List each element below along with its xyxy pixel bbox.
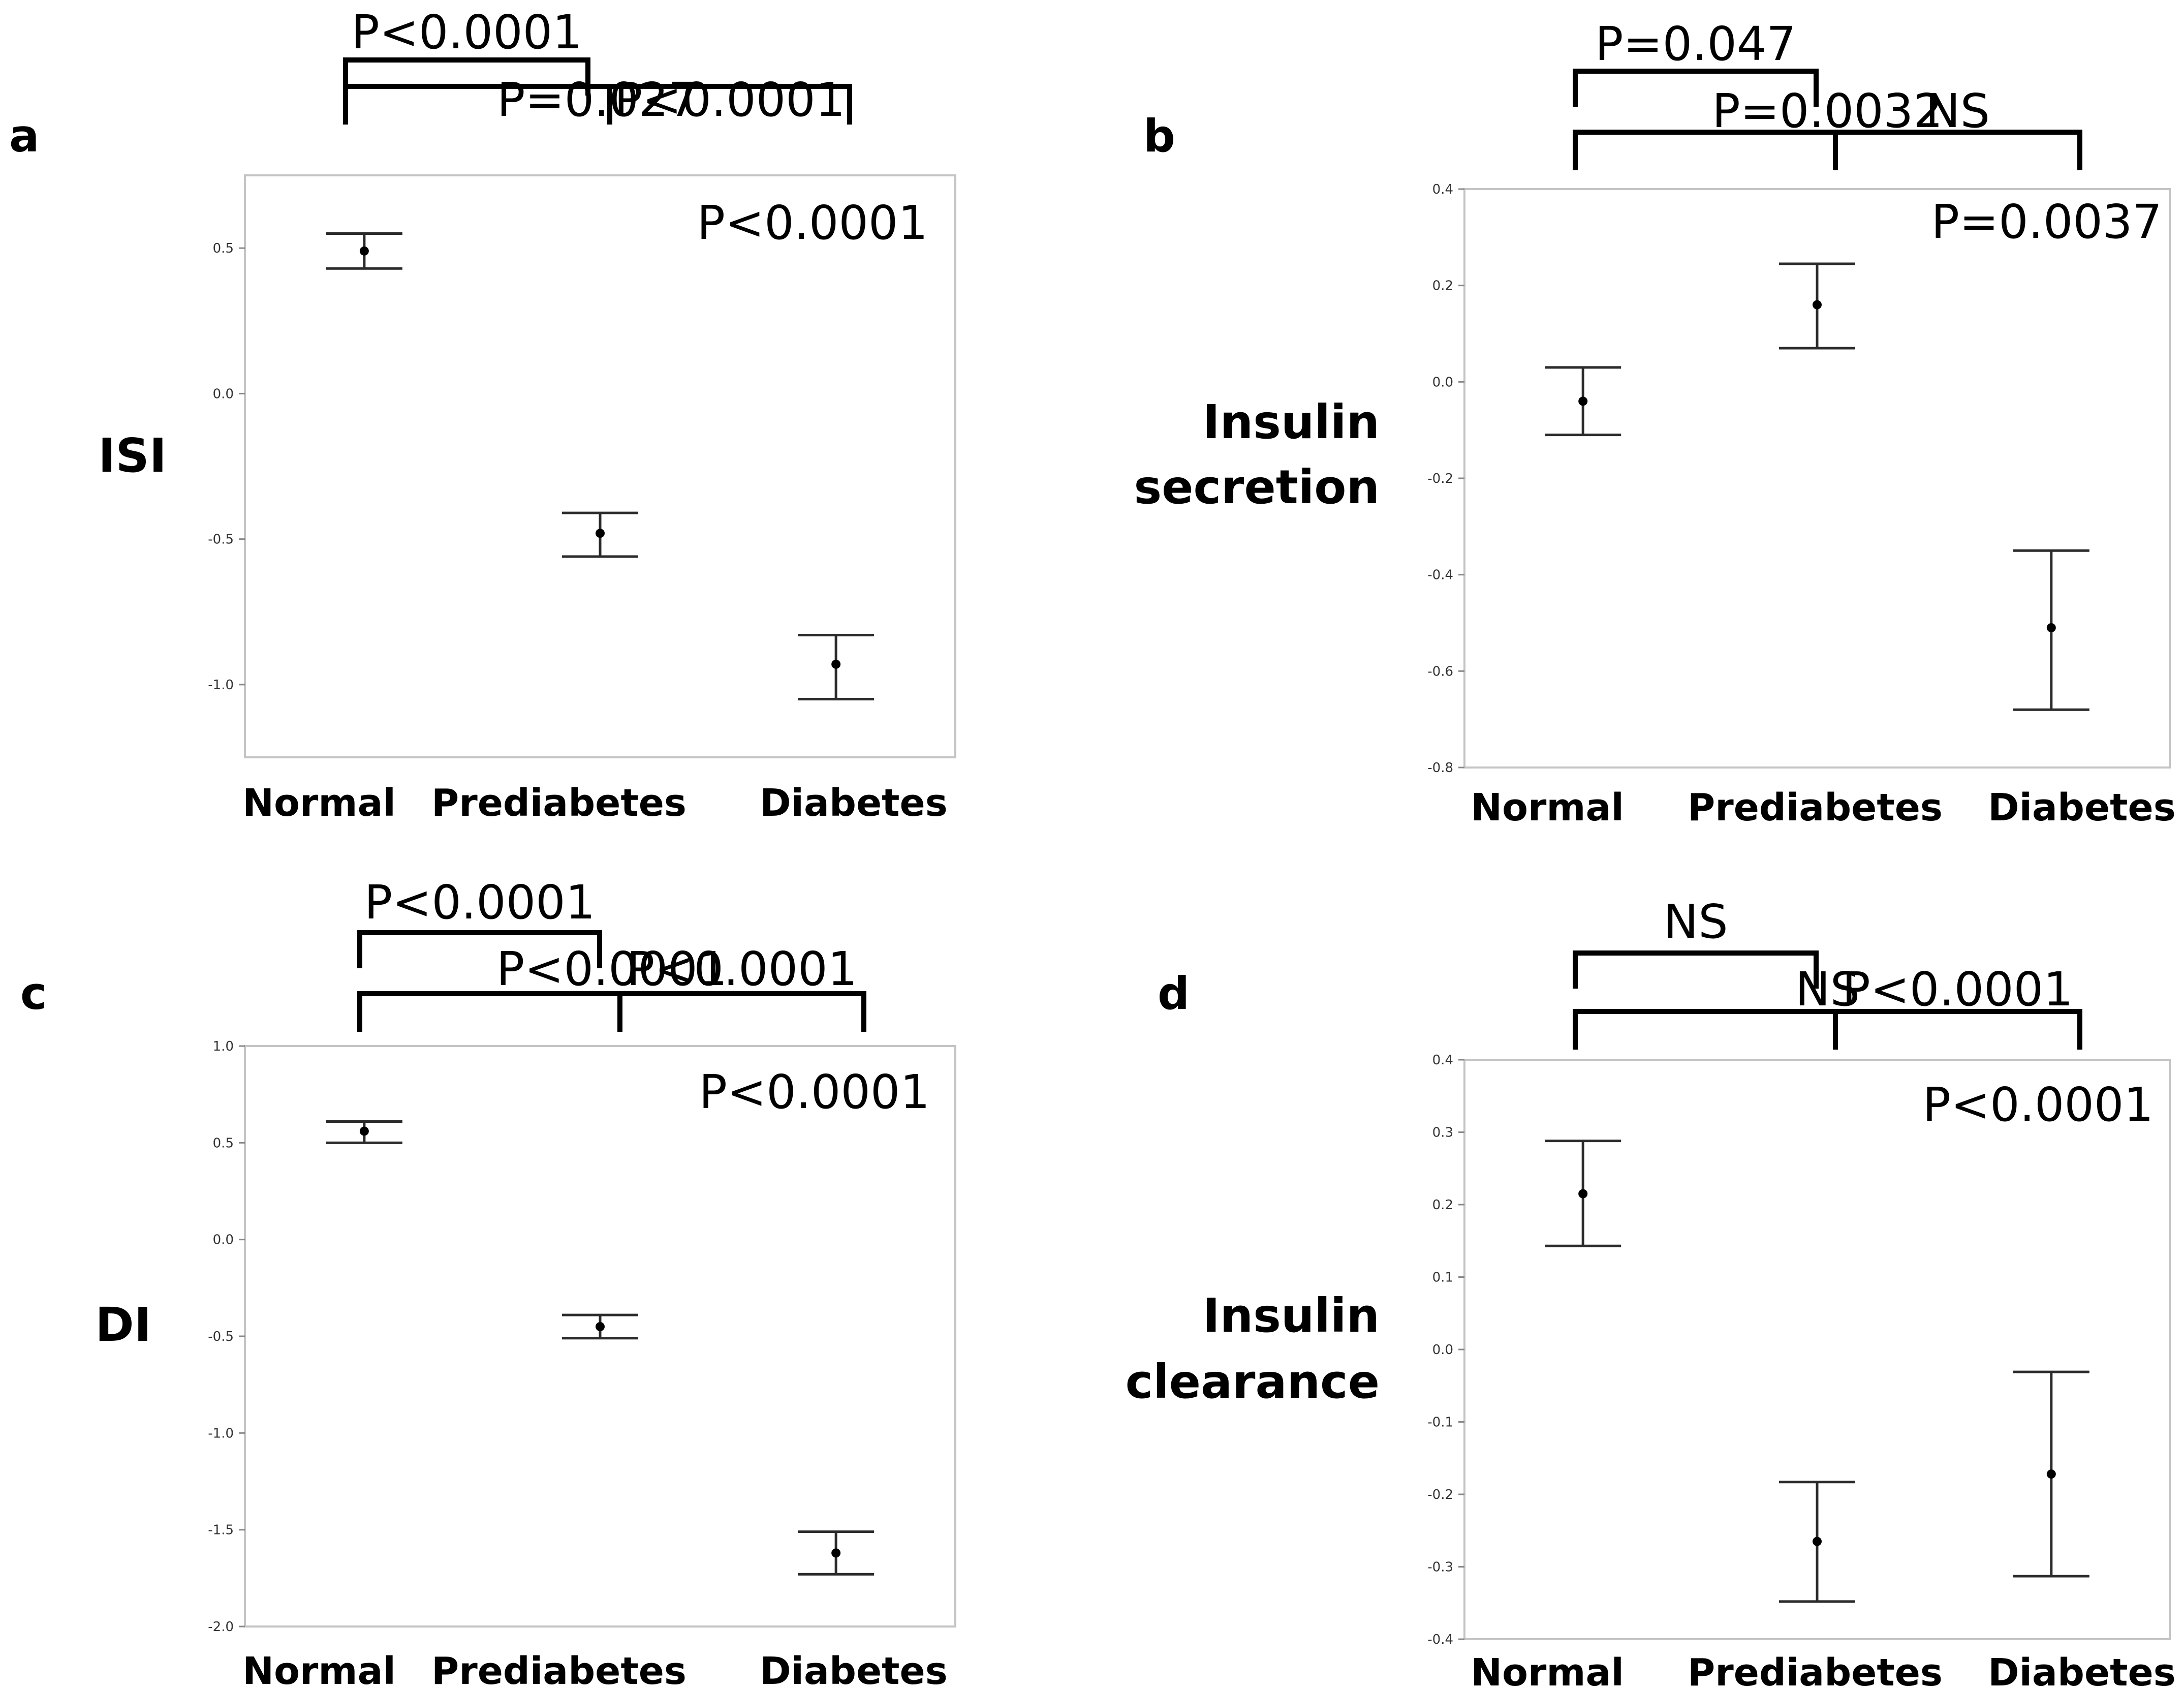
y-tick-label: 0.2: [1432, 1198, 1453, 1213]
comparison-p-value: P<0.0001: [614, 73, 845, 127]
mean-point: [831, 1548, 841, 1558]
y-tick-label: -1.5: [208, 1523, 234, 1538]
y-tick-label: 0.1: [1432, 1270, 1453, 1285]
overall-p-value: P<0.0001: [697, 196, 928, 250]
comparison-p-value: P=0.047: [1595, 17, 1796, 71]
y-tick-label: -0.1: [1427, 1415, 1453, 1430]
y-tick-label: -1.0: [208, 678, 234, 693]
comparison-bracket: [343, 84, 852, 125]
y-tick-label: 0.0: [1432, 1342, 1453, 1358]
comparison-p-value: P<0.0001: [627, 942, 857, 996]
category-label: Normal: [1471, 1651, 1624, 1688]
y-tick-label: -2.0: [208, 1619, 234, 1635]
comparison-bracket: [1573, 130, 2082, 170]
comparison-bracket: [1833, 1009, 2082, 1050]
category-label: Diabetes: [760, 1649, 948, 1688]
plot-frame: [244, 174, 956, 758]
y-tick-label: -0.6: [1427, 664, 1453, 679]
y-axis-label: ISI: [98, 428, 167, 483]
panel-a: a 0.5 0.0 -0.5 -1.0 ISI Normal Prediabetes Diabe…: [9, 5, 956, 825]
mean-point: [596, 529, 605, 538]
overall-p-value: P=0.0037: [1931, 195, 2162, 249]
y-tick-label: 0.0: [1432, 375, 1453, 390]
mean-point: [1813, 300, 1822, 310]
comparison-bracket: [357, 991, 866, 1032]
panel-letter: b: [1143, 110, 1175, 162]
panel-letter: a: [9, 110, 39, 162]
y-tick-label: -0.5: [208, 532, 234, 547]
category-label: Prediabetes: [1688, 786, 1943, 830]
y-tick-label: -0.3: [1427, 1560, 1453, 1575]
mean-point: [359, 1126, 369, 1136]
y-tick-label: 0.4: [1432, 1053, 1453, 1068]
y-tick-label: 0.0: [213, 386, 234, 402]
y-tick-label: -0.4: [1427, 568, 1453, 583]
comparison-p-value: NS: [1663, 895, 1728, 949]
overall-p-value: P<0.0001: [1923, 1078, 2154, 1132]
mean-point: [2046, 623, 2056, 632]
comparison-p-value: P<0.0001: [1842, 962, 2073, 1017]
y-tick-label: -0.4: [1427, 1632, 1453, 1647]
category-label: Prediabetes: [431, 1649, 687, 1688]
category-label: Normal: [242, 781, 396, 825]
overall-p-value: P<0.0001: [699, 1065, 930, 1119]
category-label: Normal: [242, 1649, 396, 1688]
y-tick-label: 0.0: [213, 1233, 234, 1248]
panel-c: c 1.0 0.5 0.0 -0.5 -1.0 -1.5 -2.0 DI Normal Predia…: [20, 875, 956, 1688]
y-tick-label: -0.5: [208, 1329, 234, 1344]
category-label: Prediabetes: [431, 781, 687, 825]
y-tick-label: 0.5: [213, 241, 234, 256]
comparison-bracket: [357, 930, 602, 968]
mean-point: [2046, 1469, 2056, 1479]
mean-point: [1578, 396, 1588, 406]
comparison-p-value: P=0.0032: [1712, 84, 1943, 138]
category-label: Diabetes: [1988, 1651, 2176, 1688]
mean-point: [1813, 1537, 1822, 1546]
y-tick-label: 0.5: [213, 1135, 234, 1151]
mean-point: [831, 659, 841, 669]
panel-letter: c: [20, 967, 47, 1020]
mean-point: [596, 1322, 605, 1331]
y-tick-label: 0.2: [1432, 279, 1453, 294]
comparison-p-value: NS: [1795, 962, 1860, 1017]
category-label: Normal: [1471, 786, 1624, 830]
comparison-p-value: P<0.0001: [351, 5, 582, 59]
mean-point: [359, 246, 369, 256]
y-tick-label: 0.3: [1432, 1125, 1453, 1141]
comparison-bracket: [343, 57, 590, 96]
comparison-bracket: [617, 991, 866, 1032]
category-label: Prediabetes: [1688, 1651, 1943, 1688]
comparison-bracket: [1573, 950, 1819, 989]
category-label: Diabetes: [760, 781, 948, 825]
y-tick-label: -0.8: [1427, 760, 1453, 776]
panel-letter: d: [1158, 967, 1190, 1020]
comparison-bracket: [1573, 1009, 2082, 1050]
y-tick-label: -0.2: [1427, 471, 1453, 486]
y-tick-label: 1.0: [213, 1039, 234, 1054]
y-axis-label: DI: [95, 1298, 151, 1352]
category-label: Diabetes: [1988, 786, 2176, 830]
comparison-p-value: P=0.027: [497, 73, 698, 127]
y-tick-label: -1.0: [208, 1426, 234, 1441]
mean-point: [1578, 1189, 1588, 1199]
comparison-p-value: P<0.0001: [364, 875, 595, 930]
comparison-p-value: P<0.0001: [496, 942, 727, 996]
comparison-p-value: NS: [1925, 84, 1990, 138]
y-tick-label: 0.4: [1432, 182, 1453, 197]
comparison-bracket: [1573, 69, 1819, 107]
y-tick-label: -0.2: [1427, 1487, 1453, 1502]
